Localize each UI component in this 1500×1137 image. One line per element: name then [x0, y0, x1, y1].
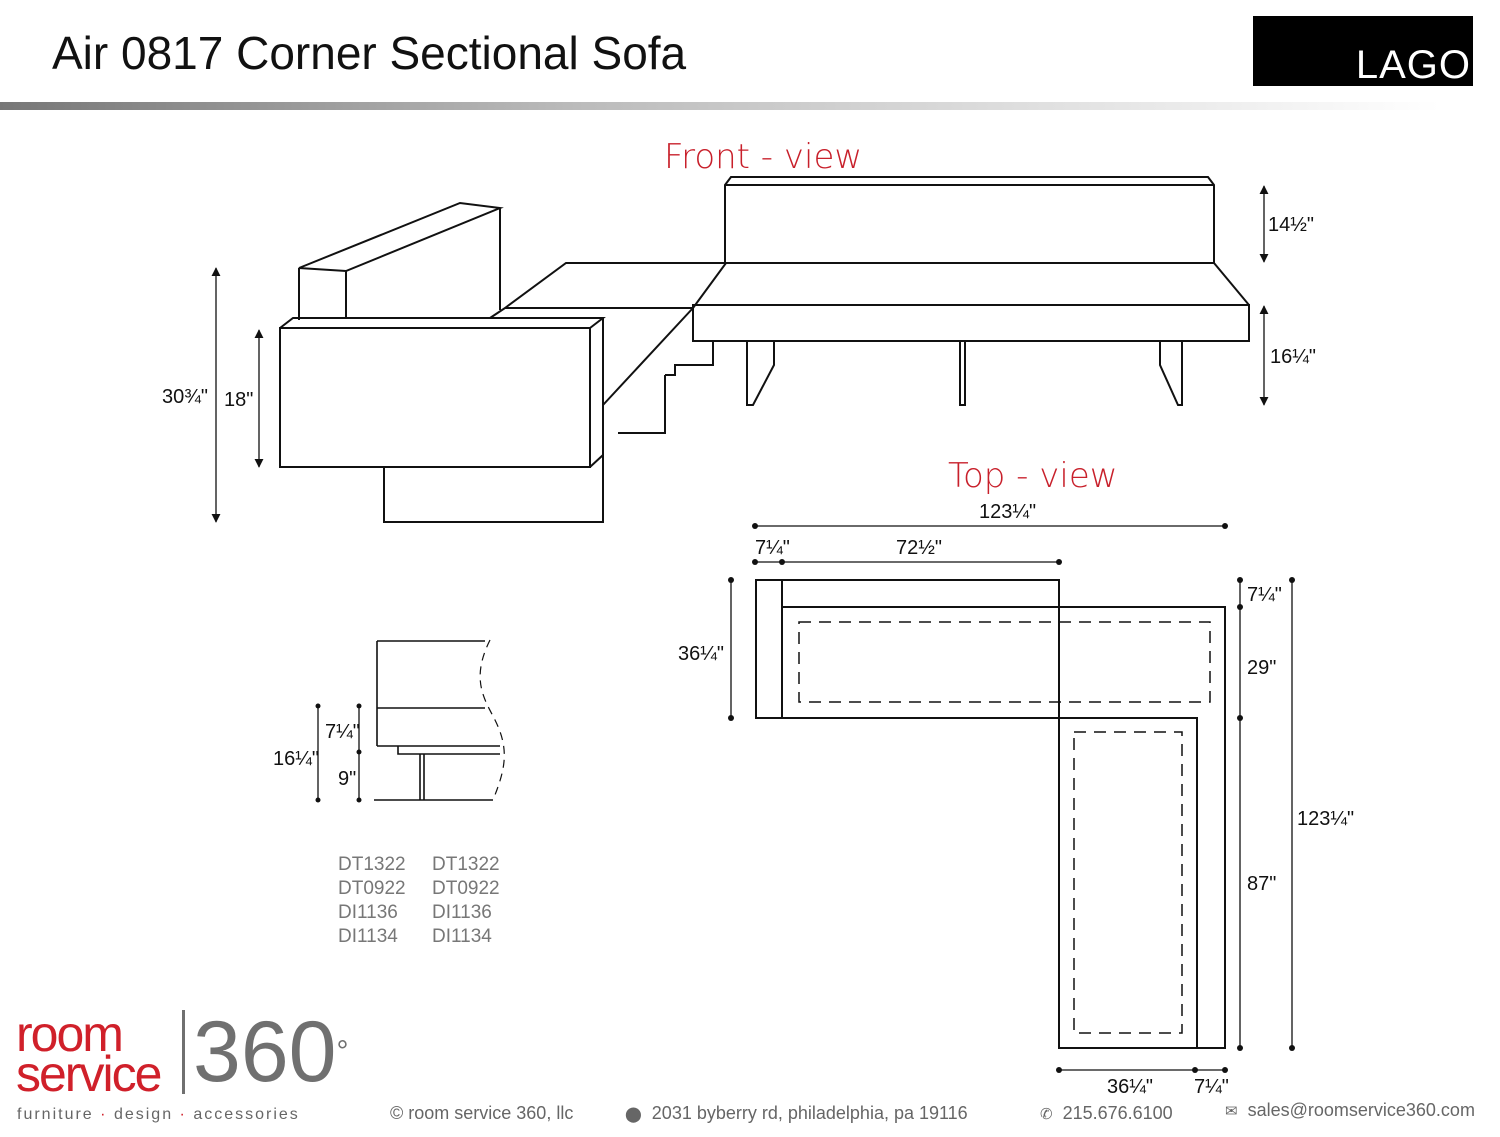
code: DI1136	[338, 902, 398, 923]
dim-depth: 36¼"	[678, 643, 724, 665]
logo-360-text: 360	[193, 1004, 337, 1100]
tagline-accessories: accessories	[193, 1106, 300, 1123]
side-detail-drawing: 16¼" 7¼" 9"	[273, 639, 505, 803]
logo-service: service	[16, 1046, 162, 1102]
page-title: Air 0817 Corner Sectional Sofa	[52, 27, 687, 79]
dim-side-base: 9"	[338, 768, 356, 790]
dim-section-width: 72½"	[896, 537, 942, 559]
code: DI1134	[338, 926, 398, 947]
room-service-360-logo: room service 360°	[16, 1006, 349, 1102]
dim-right-depth: 29"	[1247, 657, 1276, 679]
dim-total-height: 30¾"	[162, 386, 208, 408]
header-divider	[0, 102, 1440, 110]
dim-bottom-arm: 7¼"	[1194, 1076, 1229, 1098]
dim-chaise-length: 87"	[1247, 873, 1276, 895]
top-view-label: Top - view	[948, 456, 1118, 496]
dim-seat-height: 16¼"	[1270, 346, 1316, 368]
code: DI1134	[432, 926, 492, 947]
code: DT0922	[338, 878, 406, 899]
dim-back-height: 14½"	[1268, 214, 1314, 236]
dim-arm-width: 7¼"	[755, 537, 790, 559]
email-text: sales@roomservice360.com	[1247, 1100, 1475, 1120]
dim-total-width: 123¼"	[979, 501, 1036, 523]
phone-text: 215.676.6100	[1062, 1103, 1173, 1123]
phone-icon: ✆	[1040, 1106, 1053, 1123]
logo-degree: °	[336, 1035, 349, 1068]
brand-name: LAGO	[1355, 43, 1471, 87]
dim-side-cushion: 7¼"	[325, 721, 360, 743]
dim-right-arm: 7¼"	[1247, 584, 1282, 606]
map-pin-icon: ⬤	[625, 1106, 642, 1123]
lago-logo: LAGO	[1253, 16, 1473, 87]
tagline: furniture · design · accessories	[17, 1106, 300, 1123]
logo-360: 360°	[182, 1009, 349, 1095]
fabric-codes: DT1322 DT1322 DT0922 DT0922 DI1136 DI1136 D…	[338, 853, 522, 949]
address: ⬤ 2031 byberry rd, philadelphia, pa 19116	[625, 1103, 968, 1124]
code: DT1322	[432, 854, 500, 875]
code: DT1322	[338, 854, 406, 875]
dim-chaise-height: 18"	[224, 389, 253, 411]
top-view-drawing: Top - view 123¼" 7¼" 72½" 36¼" 7¼" 29" 1…	[678, 456, 1354, 1098]
dim-bottom-depth: 36¼"	[1107, 1076, 1153, 1098]
dim-side-total: 16¼"	[273, 748, 319, 770]
front-view-drawing: Front - view 14½" 16¼" 30¾" 18"	[162, 137, 1316, 523]
logo-room: room	[16, 1006, 124, 1062]
front-view-label: Front - view	[664, 137, 862, 177]
email-link[interactable]: ✉ sales@roomservice360.com	[1225, 1100, 1475, 1121]
dim-total-length: 123¼"	[1297, 808, 1354, 830]
code: DI1136	[432, 902, 492, 923]
code: DT0922	[432, 878, 500, 899]
tagline-furniture: furniture	[17, 1106, 94, 1123]
copyright: © room service 360, llc	[390, 1103, 574, 1123]
tagline-design: design	[113, 1106, 174, 1123]
address-text: 2031 byberry rd, philadelphia, pa 19116	[651, 1103, 968, 1123]
envelope-icon: ✉	[1225, 1103, 1238, 1120]
phone[interactable]: ✆ 215.676.6100	[1040, 1103, 1173, 1124]
